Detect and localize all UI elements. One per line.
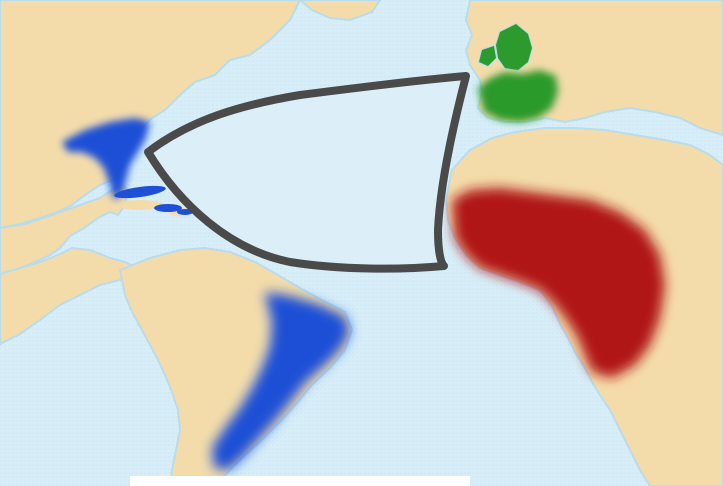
bottom-edge-strip xyxy=(130,476,470,486)
south-america-east-coast-region xyxy=(212,292,350,470)
north-america-east-coast-region xyxy=(62,118,150,200)
trade-regions xyxy=(62,24,665,470)
greenland-land xyxy=(298,0,382,22)
europe-region xyxy=(478,24,558,122)
triangular-trade-route xyxy=(144,72,470,273)
caribbean-region xyxy=(114,185,193,215)
cuba-land xyxy=(116,200,164,210)
africa-region xyxy=(452,188,665,378)
florida-gulf-land xyxy=(0,180,130,276)
